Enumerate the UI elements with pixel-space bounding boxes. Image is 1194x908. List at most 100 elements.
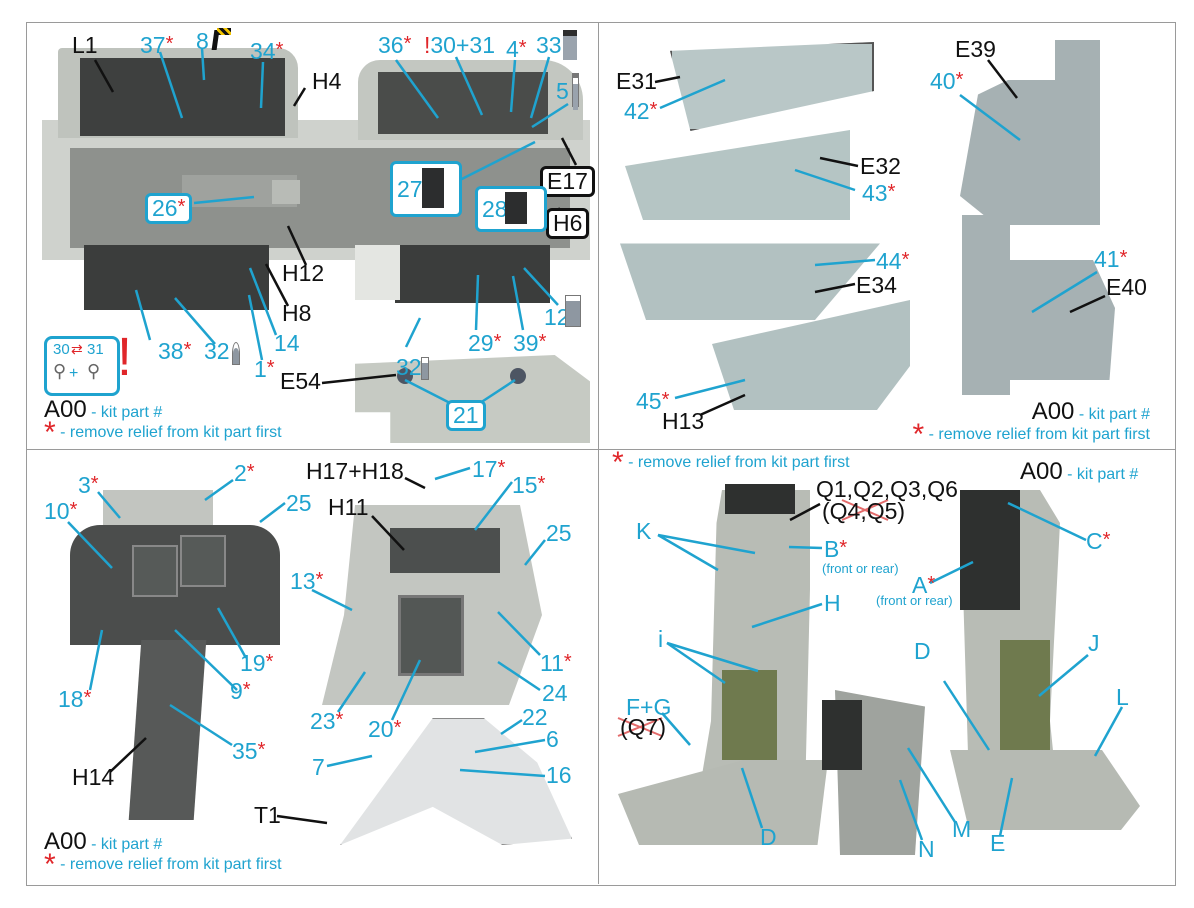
knob-icon: ⚲ — [87, 361, 101, 381]
seat-right-cushion — [1000, 640, 1050, 750]
label-4: 4* — [506, 36, 527, 62]
label-Q-crossed: (Q4,Q5) — [822, 498, 906, 524]
legend-kit-code: A00 — [1020, 458, 1063, 485]
label-34: 34* — [250, 38, 284, 64]
label-J: J — [1088, 630, 1100, 656]
label-E40: E40 — [1106, 274, 1147, 300]
label-30-31: !30+31 — [424, 32, 495, 58]
label-20: 20* — [368, 716, 402, 742]
label-12: 12 — [544, 304, 570, 330]
label-25b: 25 — [546, 520, 572, 546]
label-E17: E17 — [540, 166, 595, 197]
label-B: B* — [824, 536, 848, 562]
seat-base-right — [950, 750, 1140, 830]
hazard-tag-icon — [563, 30, 577, 60]
label-i: i — [658, 626, 664, 652]
label-H8: H8 — [282, 300, 312, 326]
label-N: N — [918, 836, 935, 862]
note-plus: + — [69, 365, 79, 382]
label-E39: E39 — [955, 36, 996, 62]
mfd-left — [132, 545, 178, 597]
legend-q2: A00 - kit part # * - remove relief from … — [886, 398, 1150, 449]
note-label-30: 30 — [53, 341, 70, 358]
label-19: 19* — [240, 650, 274, 676]
swap-icon: ⇄ — [71, 341, 83, 357]
panel-E39-tall — [1055, 40, 1100, 225]
tag-icon — [566, 296, 580, 326]
label-10: 10* — [44, 498, 78, 524]
label-22: 22 — [522, 704, 548, 730]
legend-q3: A00 - kit part # * - remove relief from … — [44, 828, 282, 879]
panel-stem-H14 — [128, 640, 207, 820]
label-5: 5 — [556, 78, 569, 104]
label-L1: L1 — [72, 32, 98, 58]
label-H6: H6 — [546, 208, 590, 239]
label-E: E — [990, 830, 1006, 856]
label-3: 3* — [78, 472, 99, 498]
label-9: 9* — [230, 678, 251, 704]
legend-kit-text: - kit part # — [91, 404, 163, 421]
legend-star-text: - remove relief from kit part first — [628, 454, 850, 471]
label-C: C* — [1086, 528, 1111, 554]
label-Q7-crossed: (Q7) — [620, 714, 666, 740]
note-30-31-box: 30 ⇄ 31 + ⚲ ⚲ — [44, 336, 120, 396]
label-11: 11* — [540, 650, 572, 676]
label-33: 33 — [536, 32, 562, 58]
legend-kit-text: - kit part # — [1067, 466, 1139, 483]
front-panel-hood — [103, 490, 213, 525]
seat-headbox-dark — [725, 484, 795, 514]
panel-E40 — [962, 215, 1010, 395]
label-41: 41* — [1094, 246, 1128, 272]
label-E31: E31 — [616, 68, 657, 94]
warning-exclaim: ! — [117, 327, 133, 387]
pin-icon — [573, 78, 578, 110]
label-B-note: (front or rear) — [822, 561, 899, 576]
decal-28-swatch — [505, 192, 527, 224]
label-40: 40* — [930, 68, 964, 94]
label-H13: H13 — [662, 408, 705, 434]
label-A-note: (front or rear) — [876, 593, 953, 608]
label-24: 24 — [542, 680, 568, 706]
rear-panel-upper — [390, 528, 500, 573]
legend-kit-text: - kit part # — [1078, 406, 1150, 423]
label-17: 17* — [472, 456, 506, 482]
label-H: H — [824, 590, 841, 616]
label-18: 18* — [58, 686, 92, 712]
label-35: 35* — [232, 738, 266, 764]
legend-q4-star: * - remove relief from kit part first — [612, 447, 850, 477]
label-H11: H11 — [328, 494, 369, 520]
pin-icon — [233, 343, 239, 364]
left-console-upper-panel — [80, 58, 285, 136]
label-6: 6 — [546, 726, 559, 752]
label-43: 43* — [862, 180, 896, 206]
rail-slot — [272, 180, 300, 204]
seat-middle-dark — [822, 700, 862, 770]
label-25a: 25 — [286, 490, 312, 516]
mfd-right — [180, 535, 226, 587]
legend-star: * — [44, 847, 56, 881]
label-A: A* — [912, 572, 936, 598]
pin-icon — [422, 358, 428, 379]
label-16: 16 — [546, 762, 572, 788]
knob-icon: ⚲ — [53, 361, 67, 381]
label-38: 38* — [158, 338, 192, 364]
label-15: 15* — [512, 472, 546, 498]
legend-star-text: - remove relief from kit part first — [60, 424, 282, 441]
label-H14: H14 — [72, 764, 115, 790]
label-1: 1* — [254, 356, 275, 382]
grille-block — [355, 245, 400, 300]
panel-E40-wide — [1005, 260, 1115, 380]
label-D-left: D — [760, 824, 777, 850]
legend-kit-text: - kit part # — [91, 836, 163, 853]
label-36: 36* — [378, 32, 412, 58]
label-L: L — [1116, 684, 1129, 710]
label-14: 14 — [274, 330, 300, 356]
label-2: 2* — [234, 460, 255, 486]
vertical-divider — [598, 22, 599, 884]
label-E32: E32 — [860, 153, 901, 179]
label-7: 7 — [312, 754, 325, 780]
legend-kit-code: A00 — [1031, 398, 1075, 425]
label-29: 29* — [468, 330, 502, 356]
label-K: K — [636, 518, 652, 544]
legend-star: * — [912, 417, 925, 451]
